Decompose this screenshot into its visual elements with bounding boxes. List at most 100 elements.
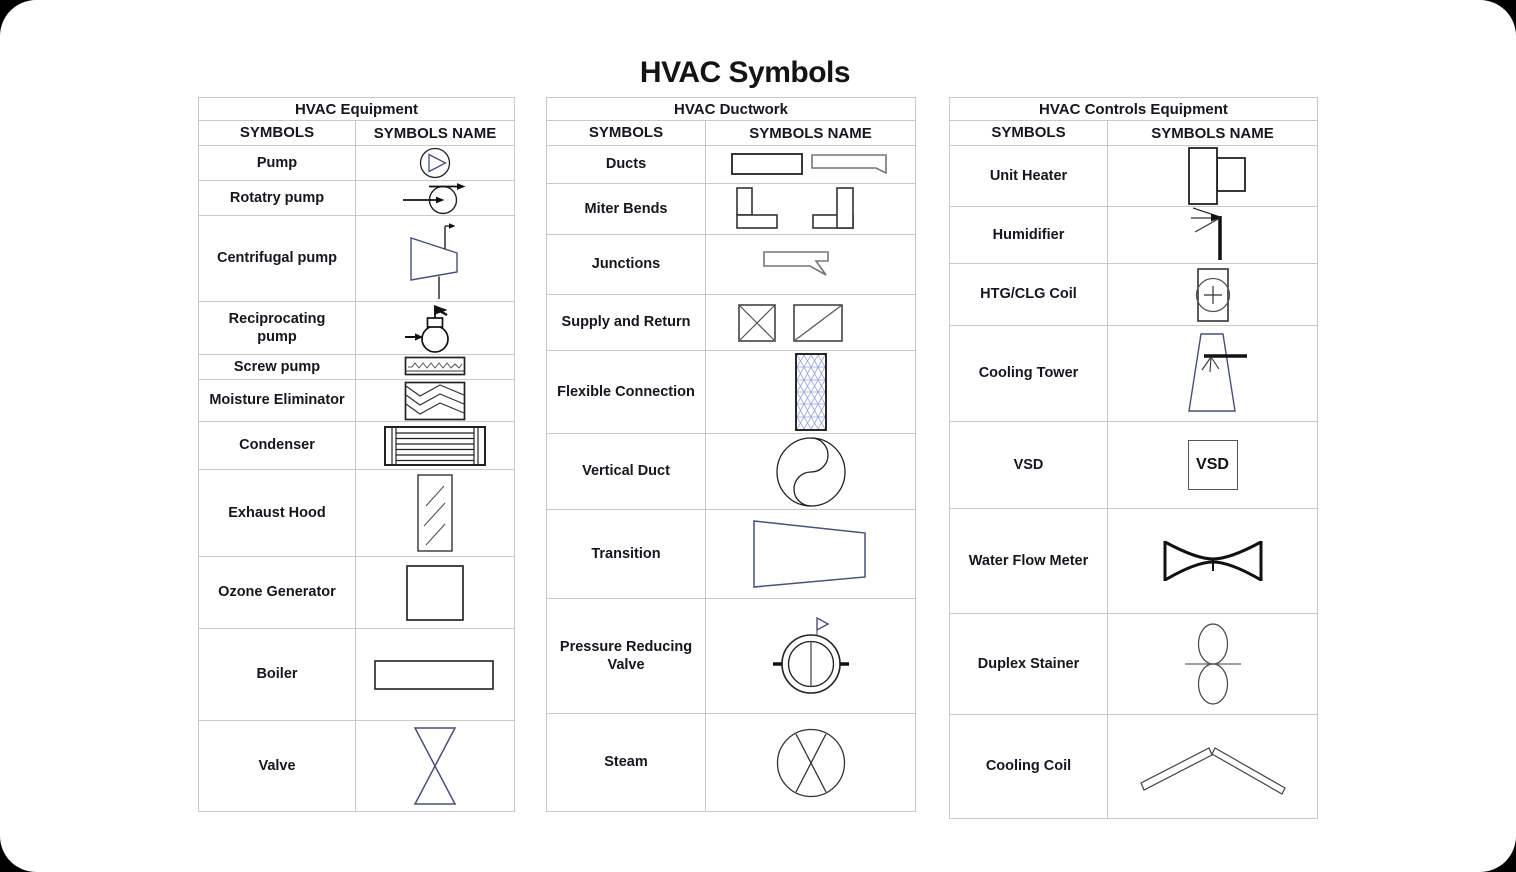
- table-header: HVAC Controls Equipment: [950, 98, 1317, 120]
- table-row: Vertical Duct: [547, 433, 915, 509]
- pump-icon: [419, 147, 451, 179]
- symbol-cell: [1108, 614, 1317, 714]
- symbol-label: Ducts: [547, 146, 706, 183]
- centrifugal-pump-icon: [410, 222, 458, 299]
- symbol-label: Boiler: [199, 629, 356, 720]
- symbol-cell: VSD: [1108, 422, 1317, 508]
- table-row: Supply and Return: [547, 294, 915, 350]
- table-row: Centrifugal pump: [199, 215, 514, 301]
- symbol-cell: [706, 295, 915, 350]
- table-row: Pressure Reducing Valve: [547, 598, 915, 713]
- column-header-symbols: SYMBOLS: [950, 121, 1108, 145]
- hvac-ductwork-table: HVAC Ductwork SYMBOLS SYMBOLS NAME Ducts…: [546, 97, 916, 812]
- table-row: Ducts: [547, 145, 915, 183]
- table-row: Humidifier: [950, 206, 1317, 263]
- cooling-coil-icon: [1139, 746, 1286, 795]
- table-row: Ozone Generator: [199, 556, 514, 628]
- column-header-row: SYMBOLS SYMBOLS NAME: [950, 120, 1317, 145]
- symbol-cell: [356, 302, 514, 354]
- column-header-symbols: SYMBOLS: [199, 121, 356, 145]
- reciprocating-pump-icon: [405, 304, 449, 353]
- screw-pump-icon: [404, 356, 466, 376]
- symbol-label: Cooling Tower: [950, 326, 1108, 421]
- table-row: VSD VSD: [950, 421, 1317, 508]
- table-row: Unit Heater: [950, 145, 1317, 206]
- symbol-label: Screw pump: [199, 355, 356, 379]
- table-row: Pump: [199, 145, 514, 180]
- hvac-equipment-table: HVAC Equipment SYMBOLS SYMBOLS NAME Pump…: [198, 97, 515, 812]
- symbol-cell: [1108, 715, 1317, 818]
- steam-icon: [776, 728, 845, 797]
- symbol-label: Junctions: [547, 235, 706, 294]
- symbol-label: Centrifugal pump: [199, 216, 356, 301]
- table-row: Valve: [199, 720, 514, 811]
- vsd-icon: VSD: [1187, 440, 1238, 490]
- symbol-label: Supply and Return: [547, 295, 706, 350]
- symbol-cell: [706, 510, 915, 598]
- exhaust-hood-icon: [417, 474, 453, 552]
- symbol-cell: [356, 216, 514, 301]
- symbol-label: Humidifier: [950, 207, 1108, 263]
- humidifier-icon: [1190, 207, 1222, 260]
- symbol-cell: [1108, 509, 1317, 613]
- symbol-label: Miter Bends: [547, 184, 706, 234]
- symbol-label: Pressure Reducing Valve: [547, 599, 706, 713]
- hvac-controls-table: HVAC Controls Equipment SYMBOLS SYMBOLS …: [949, 97, 1318, 819]
- valve-icon: [413, 727, 457, 805]
- symbol-cell: [1108, 264, 1317, 325]
- symbol-label: Vertical Duct: [547, 434, 706, 509]
- vertical-duct-icon: [775, 436, 846, 507]
- table-row: Rotatry pump: [199, 180, 514, 215]
- symbol-cell: [706, 184, 915, 234]
- symbol-cell: [706, 599, 915, 713]
- cooling-tower-icon: [1187, 332, 1247, 412]
- table-header: HVAC Ductwork: [547, 98, 915, 120]
- symbol-label: Ozone Generator: [199, 557, 356, 628]
- water-flow-meter-icon: [1163, 540, 1262, 582]
- boiler-icon: [374, 659, 494, 690]
- table-row: Junctions: [547, 234, 915, 294]
- table-row: Miter Bends: [547, 183, 915, 234]
- table-row: Cooling Coil: [950, 714, 1317, 818]
- symbol-cell: [356, 721, 514, 811]
- symbol-cell: [356, 629, 514, 720]
- miter-bends-icon: [735, 187, 854, 229]
- symbol-label: Exhaust Hood: [199, 470, 356, 556]
- table-row: Cooling Tower: [950, 325, 1317, 421]
- symbol-label: Water Flow Meter: [950, 509, 1108, 613]
- vsd-box-label: VSD: [1196, 456, 1229, 473]
- symbol-label: VSD: [950, 422, 1108, 508]
- symbol-label: Pump: [199, 146, 356, 180]
- table-row: Steam: [547, 713, 915, 811]
- symbol-label: Reciprocating pump: [199, 302, 356, 354]
- symbol-cell: [706, 714, 915, 811]
- symbol-cell: [1108, 207, 1317, 263]
- ozone-generator-icon: [406, 564, 464, 621]
- symbol-label: Cooling Coil: [950, 715, 1108, 818]
- htg-clg-coil-icon: [1195, 267, 1230, 322]
- symbol-cell: [356, 146, 514, 180]
- table-title: HVAC Equipment: [294, 100, 419, 118]
- symbol-label: Steam: [547, 714, 706, 811]
- table-row: HTG/CLG Coil: [950, 263, 1317, 325]
- symbol-label: Moisture Eliminator: [199, 380, 356, 421]
- symbol-label: Rotatry pump: [199, 181, 356, 215]
- symbol-cell: [356, 422, 514, 469]
- table-row: Transition: [547, 509, 915, 598]
- table-row: Boiler: [199, 628, 514, 720]
- column-header-symbols-name: SYMBOLS NAME: [749, 124, 872, 142]
- pressure-reducing-valve-icon: [772, 616, 849, 694]
- symbol-cell: [356, 470, 514, 556]
- table-row: Condenser: [199, 421, 514, 469]
- symbol-cell: [1108, 326, 1317, 421]
- symbol-label: Unit Heater: [950, 146, 1108, 206]
- table-title: HVAC Controls Equipment: [1039, 100, 1228, 118]
- symbol-cell: [356, 355, 514, 379]
- condenser-icon: [384, 425, 486, 466]
- moisture-eliminator-icon: [404, 381, 466, 420]
- symbol-cell: [706, 235, 915, 294]
- symbol-label: HTG/CLG Coil: [950, 264, 1108, 325]
- rotary-pump-icon: [403, 183, 466, 215]
- table-row: Reciprocating pump: [199, 301, 514, 354]
- column-header-row: SYMBOLS SYMBOLS NAME: [547, 120, 915, 145]
